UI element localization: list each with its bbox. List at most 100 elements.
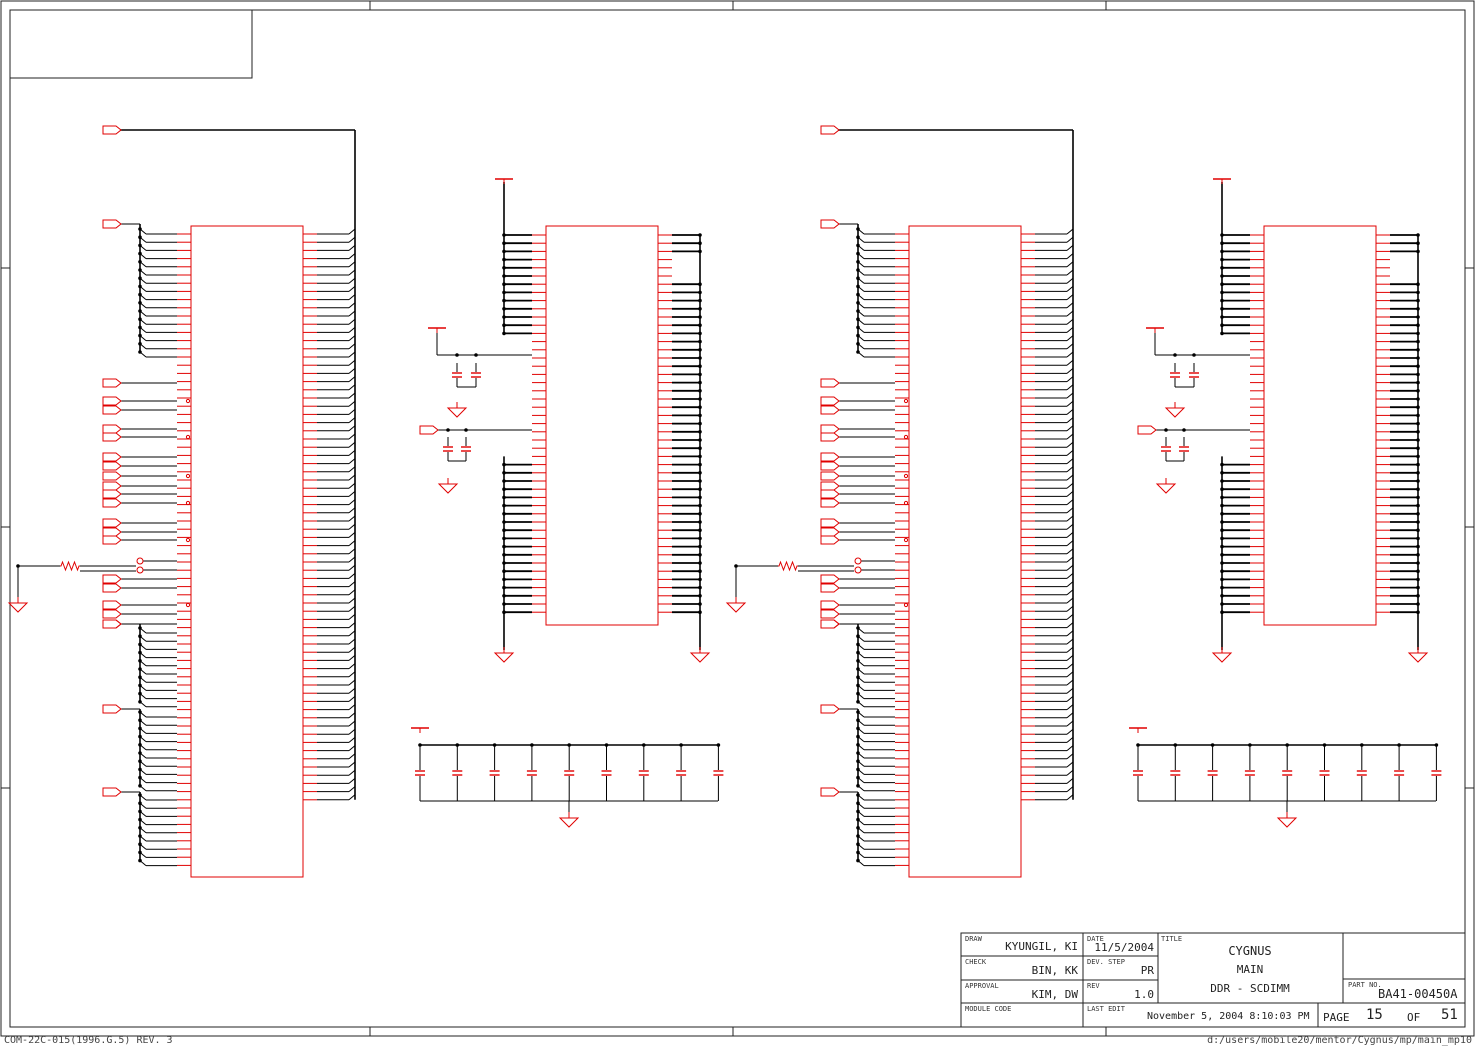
- junction-dot: [464, 428, 468, 432]
- ground-symbol: [1211, 652, 1233, 663]
- off-page-connector: [102, 527, 122, 537]
- off-page-connector: [102, 125, 122, 135]
- off-page-connector: [102, 704, 122, 714]
- pin-bubble: [903, 473, 909, 479]
- off-page-connector: [820, 396, 840, 406]
- pin-bubble: [136, 557, 144, 565]
- title-block: [960, 932, 1466, 1028]
- off-page-connector: [102, 405, 122, 415]
- junction-dot: [446, 428, 450, 432]
- ground-symbol: [493, 652, 515, 663]
- border: [9, 9, 1466, 1028]
- off-page-connector: [820, 424, 840, 434]
- junction-dot: [1220, 331, 1224, 336]
- off-page-connector: [820, 518, 840, 528]
- off-page-connector: [102, 600, 122, 610]
- resistor-symbol: [60, 560, 80, 572]
- off-page-connector: [102, 535, 122, 545]
- off-page-connector: [820, 498, 840, 508]
- off-page-connector: [820, 219, 840, 229]
- off-page-connector: [102, 461, 122, 471]
- ground-symbol: [1407, 652, 1429, 663]
- junction-dot: [1182, 428, 1186, 432]
- off-page-connector: [102, 489, 122, 499]
- ground-symbol: [437, 483, 459, 494]
- pin-bubble: [903, 500, 909, 506]
- off-page-connector: [820, 471, 840, 481]
- ground-symbol: [689, 652, 711, 663]
- off-page-connector: [820, 609, 840, 619]
- off-page-connector: [102, 378, 122, 388]
- ground-symbol: [7, 602, 29, 613]
- part-no-value: BA41-00450A: [1378, 987, 1458, 1001]
- title-line-3: DDR - SCDIMM: [1210, 982, 1290, 995]
- off-page-connector: [820, 481, 840, 491]
- pin-bubble: [903, 434, 909, 440]
- off-page-connector: [102, 452, 122, 462]
- page-label: PAGE: [1323, 1011, 1350, 1024]
- off-page-connector: [820, 704, 840, 714]
- page-total: 51: [1441, 1007, 1458, 1023]
- ground-symbol: [558, 817, 580, 828]
- dev-step-label: DEV. STEP: [1087, 958, 1125, 966]
- ground-symbol: [1164, 407, 1186, 418]
- title-label: TITLE: [1161, 935, 1183, 943]
- draw-label: DRAW: [965, 935, 982, 943]
- pin-bubble: [136, 566, 144, 574]
- pin-bubble: [185, 537, 191, 543]
- off-page-connector: [102, 498, 122, 508]
- pin-bubble: [854, 557, 862, 565]
- title-line-1: CYGNUS: [1228, 944, 1272, 958]
- rev-value: 1.0: [1134, 988, 1154, 1001]
- pin-bubble: [854, 566, 862, 574]
- connector-body: [190, 225, 304, 878]
- of-label: OF: [1407, 1011, 1421, 1024]
- off-page-connector: [102, 219, 122, 229]
- draw-value: KYUNGIL, KI: [1005, 940, 1078, 953]
- off-page-connector: [102, 787, 122, 797]
- connector-body: [908, 225, 1022, 878]
- off-page-connector: [820, 432, 840, 442]
- junction-dot: [734, 564, 738, 568]
- off-page-connector: [1137, 425, 1157, 435]
- off-page-connector: [102, 471, 122, 481]
- off-page-connector: [820, 787, 840, 797]
- wire-layer: [16, 129, 1439, 867]
- resistor-symbol: [778, 560, 798, 572]
- off-page-connector: [419, 425, 439, 435]
- pin-bubble: [185, 473, 191, 479]
- off-page-connector: [102, 481, 122, 491]
- junction-dot: [1173, 353, 1177, 357]
- file-path: d:/users/mobile20/mentor/Cygnus/mp/main_…: [1207, 1035, 1472, 1046]
- last-edit-value: November 5, 2004 8:10:03 PM: [1147, 1011, 1310, 1022]
- dev-step-value: PR: [1140, 964, 1154, 977]
- junction-dot: [455, 353, 459, 357]
- title-line-2: MAIN: [1236, 963, 1264, 976]
- approval-label: APPROVAL: [965, 982, 999, 990]
- date-label: DATE: [1087, 935, 1104, 943]
- ground-symbol: [446, 407, 468, 418]
- check-value: BIN, KK: [1031, 964, 1078, 977]
- memory-chip-body: [1263, 225, 1377, 626]
- off-page-connector: [820, 452, 840, 462]
- approval-value: KIM, DW: [1031, 988, 1078, 1001]
- ground-symbol: [1276, 817, 1298, 828]
- off-page-connector: [102, 609, 122, 619]
- junction-dot: [16, 564, 20, 568]
- check-label: CHECK: [965, 958, 987, 966]
- off-page-connector: [820, 461, 840, 471]
- form-code: COM-22C-015(1996.G.5) REV. 3: [4, 1035, 173, 1046]
- rev-label: REV: [1087, 982, 1100, 990]
- off-page-connector: [820, 583, 840, 593]
- ground-symbol: [725, 602, 747, 613]
- page-number: 15: [1366, 1007, 1383, 1023]
- off-page-connector: [102, 518, 122, 528]
- date-value: 11/5/2004: [1094, 941, 1154, 954]
- off-page-connector: [820, 125, 840, 135]
- off-page-connector: [820, 378, 840, 388]
- last-edit-label: LAST EDIT: [1087, 1005, 1125, 1013]
- corner-box: [9, 9, 253, 79]
- off-page-connector: [102, 619, 122, 629]
